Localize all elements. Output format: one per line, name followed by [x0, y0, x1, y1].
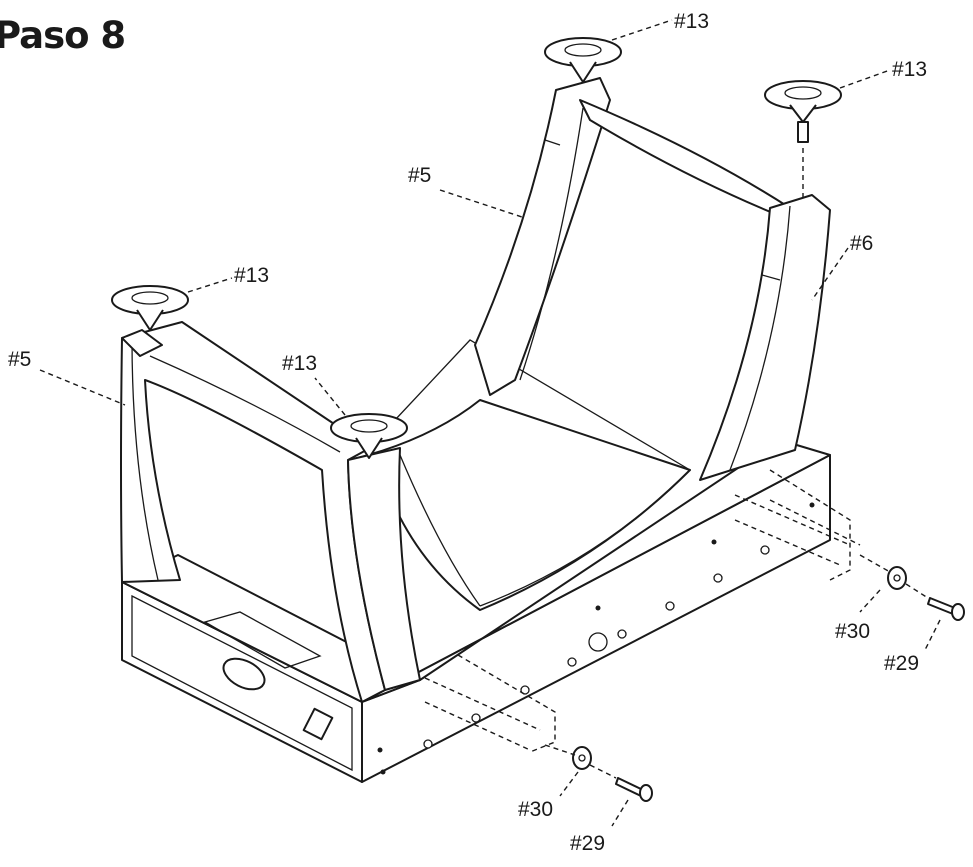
label-washer-right: #30 [835, 620, 870, 643]
screw-right [927, 597, 965, 621]
callout-labels: #13 #13 #13 #13 #5 #5 #6 #30 #29 #30 #29 [8, 10, 927, 855]
leader-lines [39, 19, 941, 827]
label-foot-left: #13 [234, 264, 269, 287]
label-washer-front: #30 [518, 798, 553, 821]
side-panel-right [699, 194, 831, 481]
side-panel-left [120, 321, 421, 703]
label-side-right: #6 [850, 232, 873, 255]
label-side-left: #5 [8, 348, 31, 371]
screw-front [615, 777, 653, 802]
side-panel-back [474, 77, 791, 396]
step-title: Paso 8 [0, 14, 126, 57]
label-screw-right: #29 [884, 652, 919, 675]
washer-front [572, 746, 592, 770]
label-foot-back: #13 [674, 10, 709, 33]
foot-pad-left [111, 285, 189, 331]
label-screw-front: #29 [570, 832, 605, 855]
label-foot-front: #13 [282, 352, 317, 375]
foot-pad-right [764, 80, 842, 143]
foot-pad-back [544, 37, 622, 83]
seat-panel [349, 339, 691, 611]
foot-pad-front [330, 413, 408, 459]
label-side-back: #5 [408, 164, 431, 187]
label-foot-right: #13 [892, 58, 927, 81]
washer-right [887, 566, 907, 590]
